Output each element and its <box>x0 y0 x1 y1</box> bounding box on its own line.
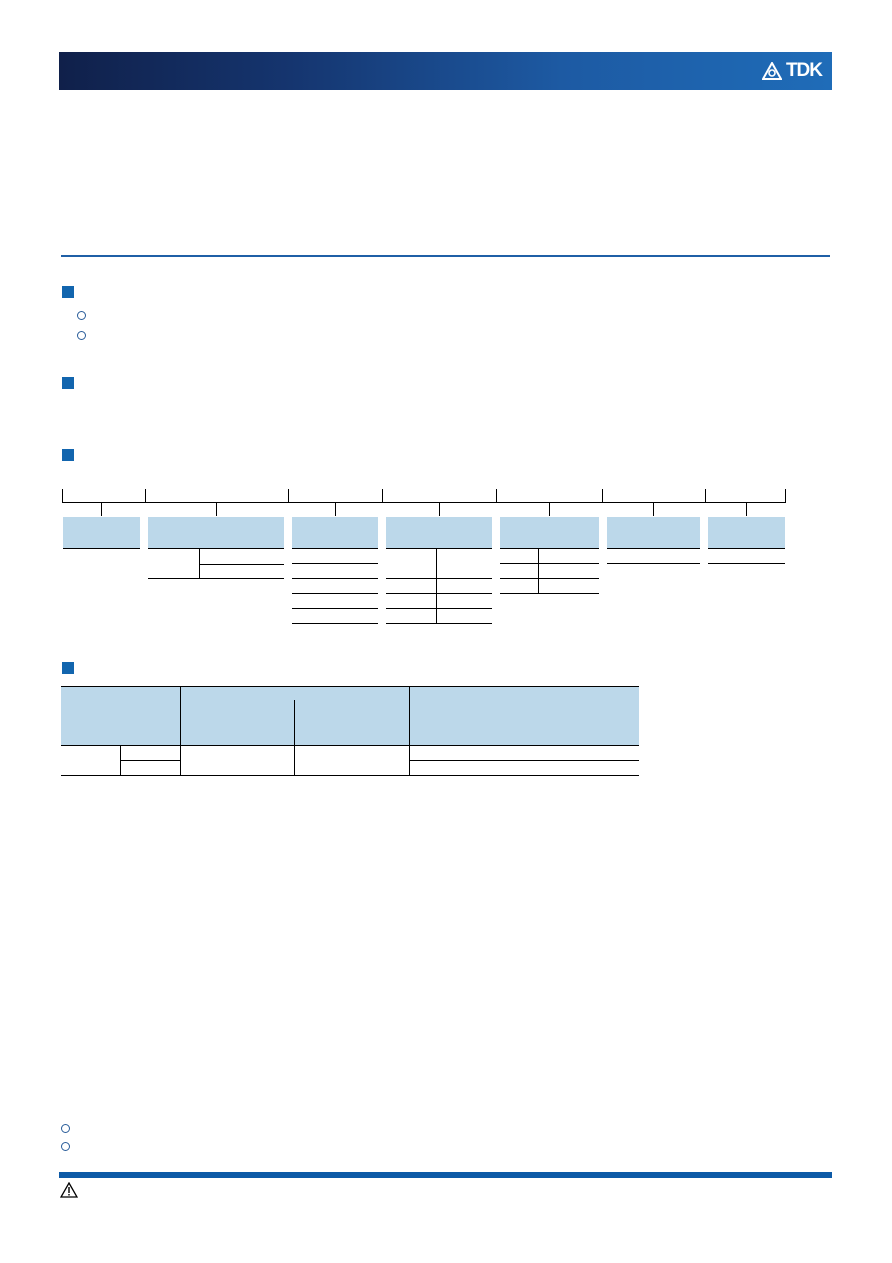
table-rule <box>500 578 599 579</box>
code-block-7-header <box>708 517 785 548</box>
code-block-2-header <box>148 517 284 548</box>
group-divider <box>705 489 706 502</box>
title-rule <box>61 255 830 257</box>
table-rule <box>409 760 639 761</box>
table-rule <box>607 563 700 564</box>
header-band: TDK <box>59 52 832 90</box>
pointer-line <box>653 502 654 516</box>
tdk-emblem-icon <box>761 62 782 80</box>
pointer-line <box>439 502 440 516</box>
table-rule <box>386 578 492 579</box>
bullet-circle <box>77 311 86 320</box>
table-rule <box>292 563 378 564</box>
table-rule <box>386 608 492 609</box>
group-divider <box>62 489 63 502</box>
footer-rule <box>59 1172 832 1178</box>
table-divider <box>436 549 437 624</box>
table-rule <box>386 593 492 594</box>
table-divider <box>409 686 410 775</box>
table-rule <box>148 548 284 549</box>
section-marker-3 <box>62 449 74 461</box>
group-divider <box>785 489 786 502</box>
table-divider <box>180 686 181 775</box>
section-marker-1 <box>62 286 74 298</box>
code-block-5-header <box>500 517 599 548</box>
table-rule <box>199 564 284 565</box>
table-rule <box>500 563 599 564</box>
table-rule <box>63 548 140 549</box>
tdk-logo: TDK <box>761 60 823 81</box>
logo-text: TDK <box>785 60 823 81</box>
pointer-line <box>335 502 336 516</box>
product-code-diagram <box>62 489 786 689</box>
pointer-line <box>101 502 102 516</box>
table-rule <box>292 548 378 549</box>
table-rule <box>61 686 639 687</box>
bullet-circle <box>77 331 86 340</box>
code-block-1-header <box>63 517 140 548</box>
table-rule <box>148 578 284 579</box>
code-block-4-header <box>386 517 492 548</box>
group-divider <box>602 489 603 502</box>
table-rule <box>292 623 378 624</box>
table-rule <box>500 593 599 594</box>
table-rule <box>120 760 180 761</box>
table-rule <box>607 548 700 549</box>
table-divider <box>294 700 295 775</box>
table-rule <box>386 548 492 549</box>
section-marker-4 <box>62 662 74 674</box>
table-rule <box>386 623 492 624</box>
table-divider <box>538 549 539 594</box>
warning-triangle-icon <box>60 1182 78 1198</box>
bullet-circle <box>61 1142 70 1151</box>
code-bracket-line <box>62 502 786 503</box>
spec-table-header <box>61 687 639 745</box>
table-rule <box>292 578 378 579</box>
group-divider <box>496 489 497 502</box>
table-rule <box>708 563 785 564</box>
section-marker-2 <box>62 377 74 389</box>
table-rule <box>500 548 599 549</box>
group-divider <box>288 489 289 502</box>
specification-table <box>61 686 639 778</box>
table-rule <box>61 745 639 746</box>
table-rule <box>708 548 785 549</box>
code-block-3-header <box>292 517 378 548</box>
group-divider <box>382 489 383 502</box>
bullet-circle <box>61 1124 70 1133</box>
pointer-line <box>549 502 550 516</box>
group-divider <box>145 489 146 502</box>
table-rule <box>292 608 378 609</box>
code-block-6-header <box>607 517 700 548</box>
table-rule <box>292 593 378 594</box>
pointer-line <box>216 502 217 516</box>
pointer-line <box>746 502 747 516</box>
table-rule <box>61 775 639 776</box>
